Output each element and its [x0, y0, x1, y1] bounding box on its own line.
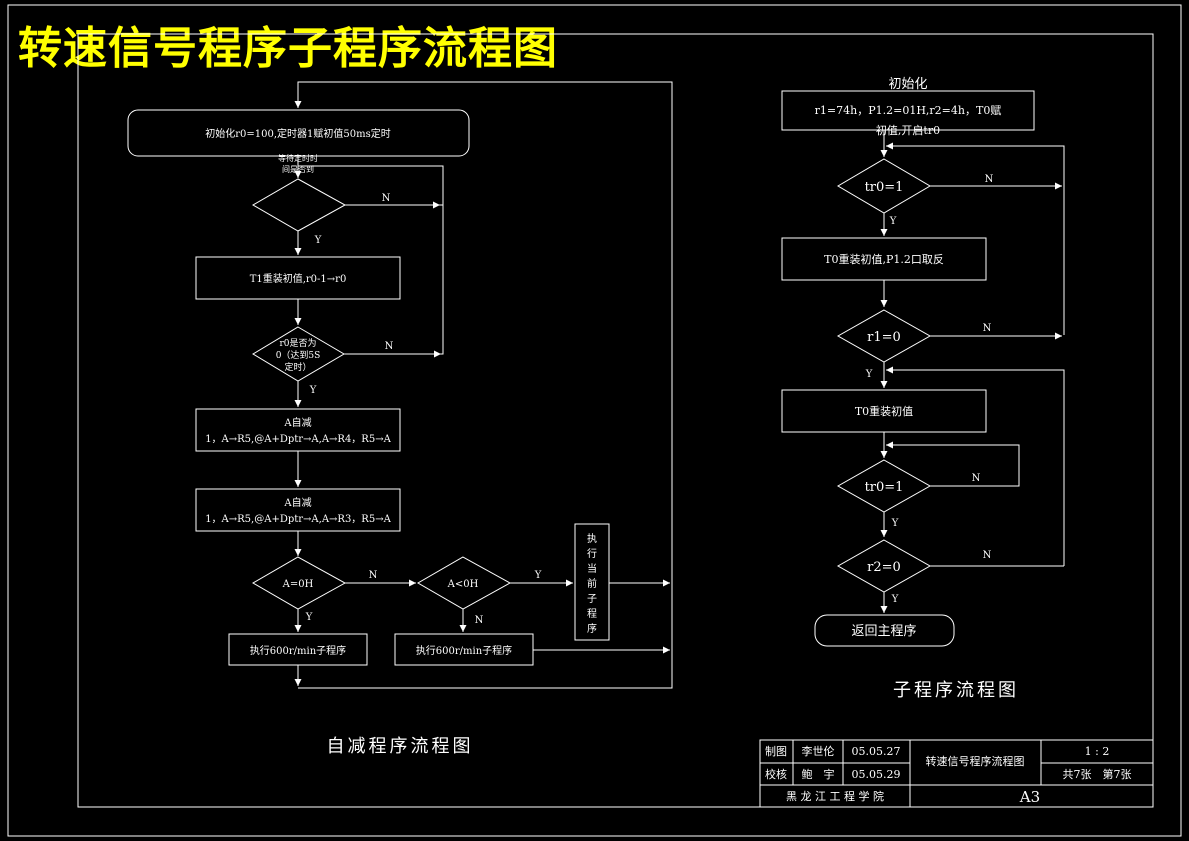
drawn-name: 李世伦	[802, 744, 835, 758]
r2-text: r2=0	[867, 560, 901, 575]
exec-current-char: 行	[587, 547, 597, 560]
left-caption: 自减程序流程图	[327, 736, 474, 757]
outer-frame	[7, 4, 1182, 837]
return-box	[814, 614, 955, 647]
right-flowchart	[781, 90, 1065, 647]
exec-600-text: 执行600r/min子程序	[250, 644, 346, 657]
title-block-frame	[759, 739, 1154, 808]
wait-decision	[252, 178, 347, 232]
flow-label-n: N	[369, 570, 378, 581]
left-flowchart	[127, 81, 673, 689]
exec-600-text: 执行600r/min子程序	[416, 644, 512, 657]
feedback-line	[344, 205, 444, 355]
title-block	[759, 739, 1154, 808]
flow-label-y: Y	[314, 235, 322, 246]
wait-label: 等待定时时	[278, 153, 318, 163]
flow-label-n: N	[382, 193, 391, 204]
feedback-line	[886, 366, 1065, 566]
flow-label-n: N	[985, 174, 994, 185]
school: 黑 龙 江 工 程 学 院	[786, 789, 884, 803]
a-lt-0-text: A<0H	[447, 579, 479, 590]
inner-frame	[77, 33, 1154, 808]
exec-current-char: 序	[587, 622, 597, 635]
paper-size: A3	[1019, 788, 1040, 806]
flow-label-n: N	[983, 550, 992, 561]
wait-label: 间是否到	[282, 165, 314, 174]
flow-label-n: N	[385, 341, 394, 352]
decrement-title: A自减	[283, 416, 311, 429]
flow-label-n: N	[475, 615, 484, 626]
t1-reload-text: T1重装初值,r0-1→r0	[250, 272, 347, 285]
exec-current-char: 前	[587, 577, 597, 590]
decrement-body: 1，A→R5,@A+Dptr→A,A→R3，R5→A	[205, 514, 391, 525]
t0-reload-text: T0重装初值	[855, 404, 913, 418]
init-text: 初始化r0=100,定时器1赋初值50ms定时	[205, 127, 391, 140]
flow-label-y: Y	[891, 594, 899, 605]
feedback-line	[298, 165, 444, 206]
flow-label-n: N	[983, 323, 992, 334]
check-label: 校核	[765, 767, 787, 781]
right-caption: 子程序流程图	[893, 680, 1019, 701]
return-text: 返回主程序	[851, 624, 916, 639]
page-title: 转速信号程序子程序流程图	[18, 23, 558, 74]
decrement-body: 1，A→R5,@A+Dptr→A,A→R4，R5→A	[205, 434, 391, 445]
flow-label-y: Y	[889, 216, 897, 227]
exec-current-char: 子	[587, 593, 597, 605]
exec-current-char: 程	[587, 608, 597, 620]
exec-current-box	[574, 523, 610, 641]
right-init-box	[781, 90, 1035, 131]
tr0-text-1: tr0=1	[865, 180, 904, 195]
r0-check-text: 定时）	[284, 361, 311, 373]
right-init-title: 初始化	[888, 77, 927, 92]
flow-label-y: Y	[305, 612, 313, 623]
drawn-label: 制图	[765, 745, 787, 758]
right-init-line: r1=74h，P1.2=01H,r2=4h，T0赋	[815, 104, 1002, 117]
flow-label-y: Y	[309, 385, 317, 396]
r0-check-text: 0（达到5S	[276, 349, 321, 361]
sheets: 共7张 第7张	[1063, 767, 1132, 781]
exec-current-char: 当	[587, 562, 597, 575]
feedback-line	[886, 142, 1065, 335]
tr0-text-2: tr0=1	[865, 480, 904, 495]
decrement-title: A自减	[283, 496, 311, 509]
check-date: 05.05.29	[852, 768, 901, 781]
drawn-date: 05.05.27	[852, 745, 901, 758]
flow-label-y: Y	[865, 369, 873, 380]
scale: 1 : 2	[1085, 745, 1110, 758]
flow-label-n: N	[972, 473, 981, 484]
feedback-line	[886, 441, 1020, 487]
right-init-line: 初值,开启tr0	[876, 123, 940, 137]
r0-check-text: r0是否为	[279, 337, 316, 349]
loop-return-line	[294, 81, 673, 689]
a-eq-0-text: A=0H	[282, 579, 314, 590]
r1-text: r1=0	[867, 330, 901, 345]
drawing-name: 转速信号程序流程图	[926, 754, 1025, 768]
exec-current-char: 执	[587, 532, 597, 545]
flow-label-y: Y	[534, 570, 542, 581]
t0-reload-p12-text: T0重装初值,P1.2口取反	[824, 252, 944, 266]
flow-label-y: Y	[891, 518, 899, 529]
check-name: 鲍 宇	[802, 767, 835, 781]
